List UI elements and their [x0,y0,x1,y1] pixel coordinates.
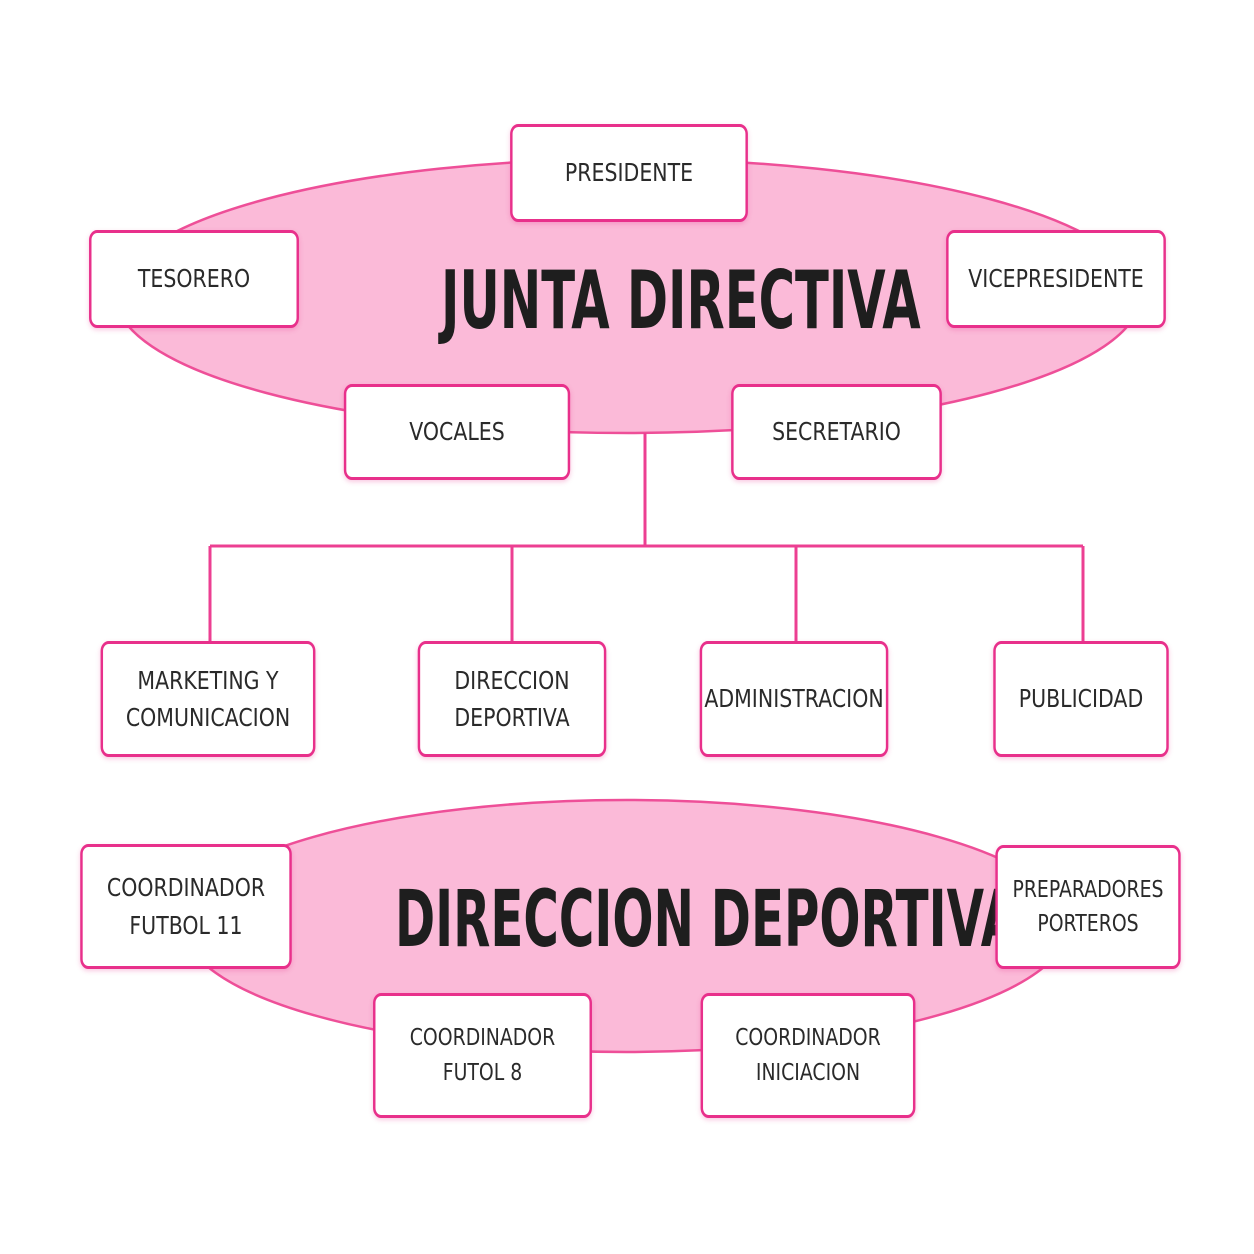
label-marketing-comunicacion: MARKETING Y COMUNICACION [125,665,291,733]
label-secretario: SECRETARIO [772,417,901,447]
label-preparadores-porteros: PREPARADORES PORTEROS [1012,876,1164,938]
box-publicidad: PUBLICIDAD [993,641,1169,757]
box-secretario: SECRETARIO [731,384,942,480]
junta-directiva-title: JUNTA DIRECTIVA [441,254,921,347]
label-direccion-deportiva-dept: DIRECCION DEPORTIVA [454,665,570,733]
box-coordinador-futbol-11: COORDINADOR FUTBOL 11 [80,844,292,969]
direccion-deportiva-title: DIRECCION DEPORTIVA [395,875,1019,965]
label-presidente: PRESIDENTE [564,158,694,188]
label-vocales: VOCALES [409,417,505,447]
box-preparadores-porteros: PREPARADORES PORTEROS [995,845,1181,969]
box-vocales: VOCALES [343,384,571,480]
box-coordinador-futol-8: COORDINADOR FUTOL 8 [373,993,592,1118]
label-publicidad: PUBLICIDAD [1018,684,1144,714]
label-coordinador-futol-8: COORDINADOR FUTOL 8 [409,1025,556,1086]
box-presidente: PRESIDENTE [510,124,748,222]
label-administracion: ADMINISTRACION [704,684,884,714]
box-tesorero: TESORERO [89,230,299,328]
box-vicepresidente: VICEPRESIDENTE [946,230,1166,328]
box-coordinador-iniciacion: COORDINADOR INICIACION [700,993,916,1118]
label-tesorero: TESORERO [137,264,251,294]
box-administracion: ADMINISTRACION [699,641,889,757]
box-marketing-comunicacion: MARKETING Y COMUNICACION [100,641,316,757]
label-coordinador-futbol-11: COORDINADOR FUTBOL 11 [106,873,266,940]
box-direccion-deportiva-dept: DIRECCION DEPORTIVA [417,641,607,757]
label-vicepresidente: VICEPRESIDENTE [968,264,1144,294]
label-coordinador-iniciacion: COORDINADOR INICIACION [735,1025,881,1086]
